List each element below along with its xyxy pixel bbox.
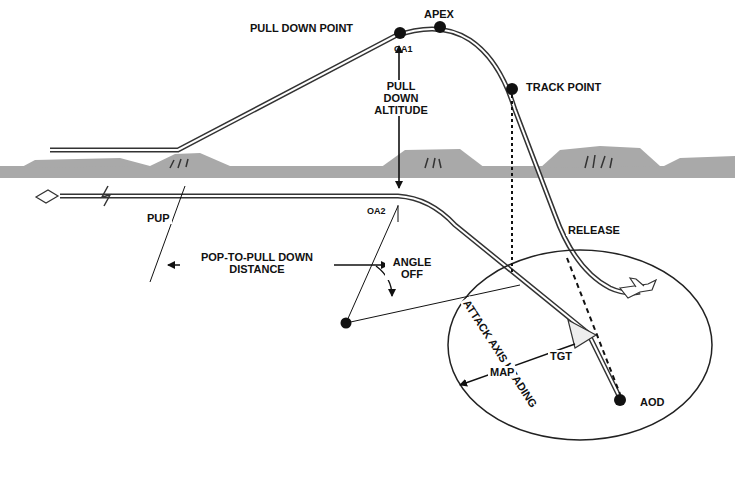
diagram-label: MAP (488, 366, 516, 378)
diagram-label: TGT (548, 350, 574, 362)
target-area (448, 250, 712, 440)
diagram-label: PUP (145, 212, 172, 224)
diagram-label: OA1 (392, 43, 415, 55)
diagram-label: RELEASE (566, 224, 622, 236)
flight-path (50, 29, 640, 398)
aircraft-icon (620, 278, 656, 298)
diagram-label: ANGLE OFF (385, 256, 439, 280)
diagram-label: APEX (422, 8, 456, 20)
diagram-label: TRACK POINT (524, 81, 603, 93)
target-symbol (568, 320, 596, 348)
diagram-label: ATTACK AXIS HEADING (460, 296, 541, 411)
terrain-band (0, 166, 735, 178)
diagram-label: POP-TO-PULL DOWN DISTANCE (180, 251, 334, 275)
diagram-label: PULL DOWN ALTITUDE (372, 80, 430, 116)
diagram-label: OA2 (365, 205, 388, 217)
diagram-label: PULL DOWN POINT (248, 22, 355, 34)
diagram-label: AOD (638, 396, 666, 408)
